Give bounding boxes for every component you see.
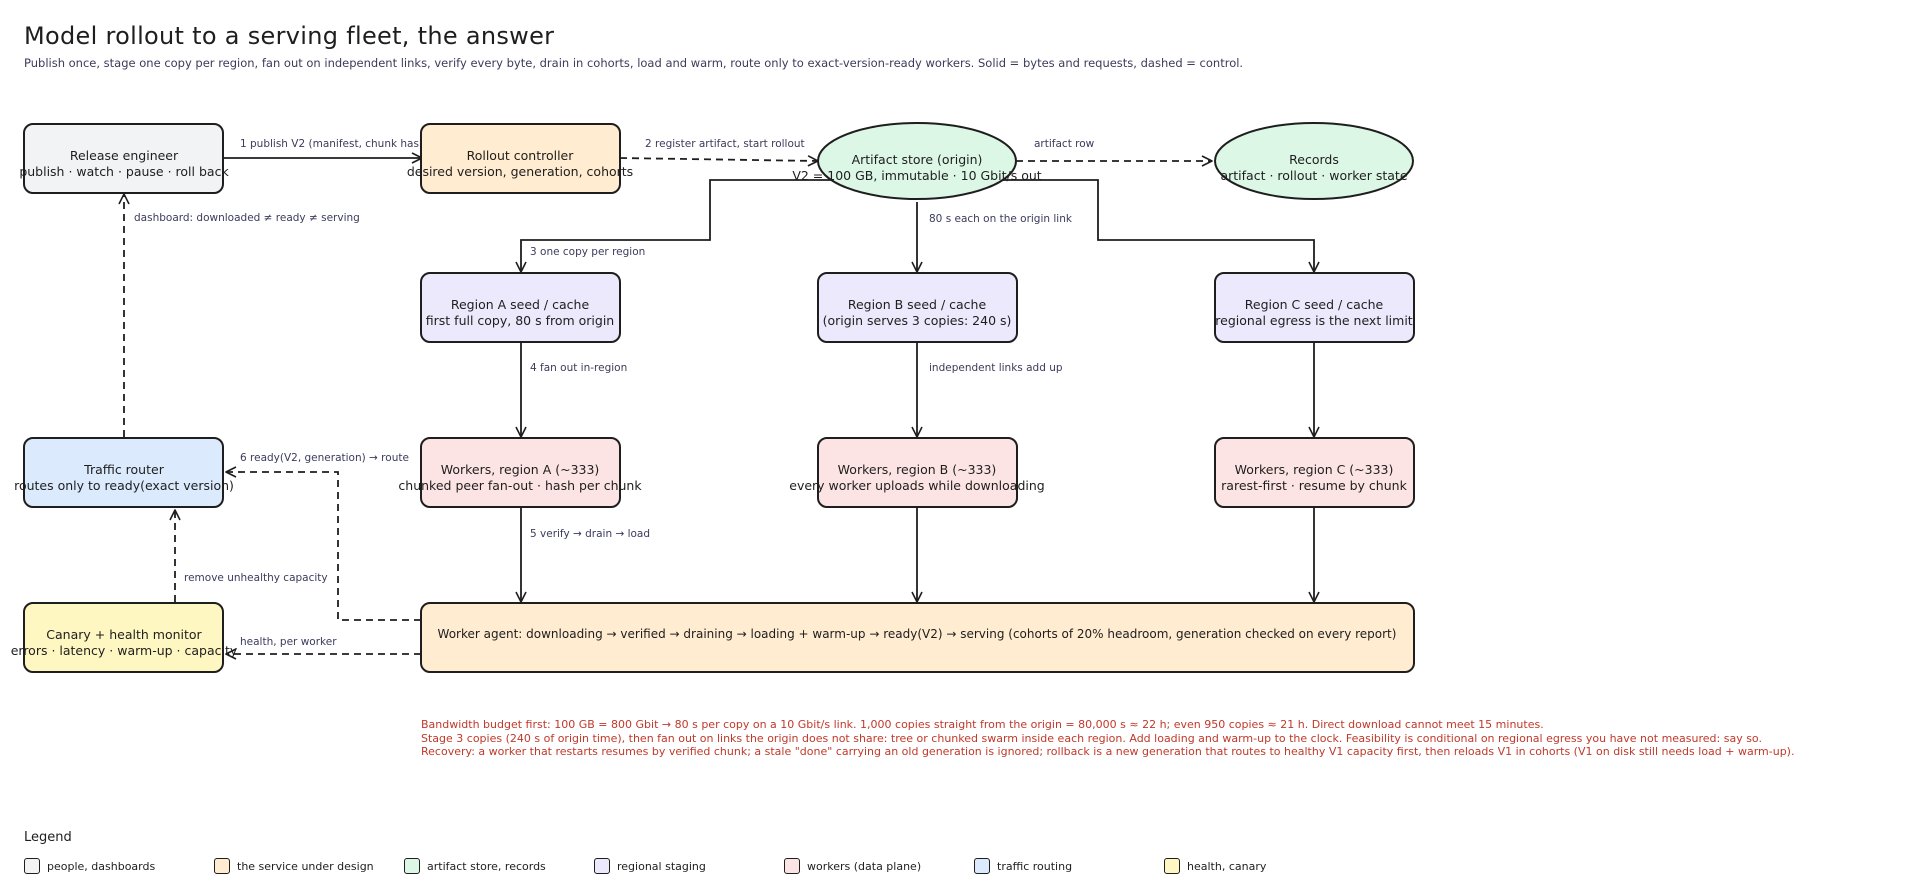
node-workers-a: Workers, region A (~333) chunked peer fa… (398, 437, 642, 508)
bandwidth-notes: Bandwidth budget first: 100 GB = 800 Gbi… (421, 718, 1794, 759)
traffic-router-title: Traffic router (83, 462, 165, 477)
legend-swatch-staging (594, 858, 610, 874)
legend-label-staging: regional staging (617, 859, 706, 873)
edge-store-to-region-c (998, 179, 1320, 273)
workers-c-subtitle: rarest-first · resume by chunk (1221, 478, 1407, 493)
worker-agent-title: Worker agent: downloading → verified → d… (438, 627, 1397, 641)
edge-register (619, 155, 819, 167)
artifact-store-title: Artifact store (origin) (852, 152, 983, 167)
edge-label-dashboard: dashboard: downloaded ≠ ready ≠ serving (134, 212, 360, 224)
edge-label-publish: 1 publish V2 (manifest, chunk hashes) (240, 138, 442, 150)
legend-swatch-routing (974, 858, 990, 874)
canary-title: Canary + health monitor (46, 627, 202, 642)
workers-a-subtitle: chunked peer fan-out · hash per chunk (398, 478, 642, 493)
edge-label-remove-unhealthy: remove unhealthy capacity (184, 572, 328, 584)
legend-swatch-workers (784, 858, 800, 874)
node-canary-health-monitor: Canary + health monitor errors · latency… (11, 602, 238, 673)
legend-swatch-people (24, 858, 40, 874)
region-c-seed-title: Region C seed / cache (1245, 297, 1384, 312)
legend-item-workers: workers (data plane) (784, 856, 921, 876)
node-region-a-seed: Region A seed / cache first full copy, 8… (420, 272, 621, 343)
workers-b-subtitle: every worker uploads while downloading (789, 478, 1044, 493)
legend-item-routing: traffic routing (974, 856, 1072, 876)
region-b-seed-title: Region B seed / cache (848, 297, 987, 312)
legend-title: Legend (24, 830, 72, 845)
edge-ready-route (225, 466, 421, 621)
note-line-1: Bandwidth budget first: 100 GB = 800 Gbi… (421, 718, 1544, 731)
edge-label-one-copy: 3 one copy per region (530, 246, 645, 258)
legend-swatch-health (1164, 858, 1180, 874)
release-engineer-title: Release engineer (70, 148, 179, 163)
records-title: Records (1289, 152, 1339, 167)
legend-label-routing: traffic routing (997, 859, 1073, 873)
artifact-store-subtitle: V2 = 100 GB, immutable · 10 Gbit/s out (792, 168, 1041, 183)
legend-label-workers: workers (data plane) (807, 859, 922, 873)
legend-item-health: health, canary (1164, 856, 1266, 876)
note-line-2: Stage 3 copies (240 s of origin time), t… (421, 731, 1762, 745)
legend-swatch-store (404, 858, 420, 874)
region-a-seed-subtitle: first full copy, 80 s from origin (426, 313, 614, 328)
legend-label-health: health, canary (1187, 859, 1267, 873)
workers-b-title: Workers, region B (~333) (838, 462, 997, 477)
node-worker-agent: Worker agent: downloading → verified → d… (420, 602, 1415, 673)
diagram-title: Model rollout to a serving fleet, the an… (24, 22, 555, 50)
rollout-controller-subtitle: desired version, generation, cohorts (407, 164, 633, 179)
node-rollout-controller: Rollout controller desired version, gene… (407, 123, 633, 194)
node-artifact-store: Artifact store (origin) V2 = 100 GB, imm… (792, 122, 1042, 200)
edge-label-register: 2 register artifact, start rollout (645, 138, 805, 150)
records-subtitle: artifact · rollout · worker state (1220, 168, 1407, 183)
note-line-3: Recovery: a worker that restarts resumes… (421, 745, 1795, 758)
region-c-seed-subtitle: regional egress is the next limit (1215, 313, 1413, 328)
canary-subtitle: errors · latency · warm-up · capacity (11, 643, 238, 658)
node-region-b-seed: Region B seed / cache (origin serves 3 c… (817, 272, 1018, 343)
legend-item-people: people, dashboards (24, 856, 155, 876)
edge-label-independent: independent links add up (929, 362, 1063, 374)
edge-label-ready-route: 6 ready(V2, generation) → route (240, 452, 409, 464)
legend-item-store: artifact store, records (404, 856, 546, 876)
legend-label-store: artifact store, records (427, 859, 546, 873)
edge-label-verify: 5 verify → drain → load (530, 528, 650, 540)
node-traffic-router: Traffic router routes only to ready(exac… (14, 437, 234, 508)
edge-label-artifact-row: artifact row (1034, 138, 1095, 150)
node-workers-b: Workers, region B (~333) every worker up… (789, 437, 1045, 508)
node-release-engineer: Release engineer publish · watch · pause… (19, 123, 229, 194)
edge-label-origin-link: 80 s each on the origin link (929, 213, 1073, 225)
rollout-controller-title: Rollout controller (467, 148, 575, 163)
workers-a-title: Workers, region A (~333) (441, 462, 600, 477)
release-engineer-subtitle: publish · watch · pause · roll back (19, 164, 229, 179)
legend-item-staging: regional staging (594, 856, 706, 876)
node-region-c-seed: Region C seed / cache regional egress is… (1214, 272, 1415, 343)
region-b-seed-subtitle: (origin serves 3 copies: 240 s) (823, 313, 1012, 328)
region-a-seed-title: Region A seed / cache (451, 297, 590, 312)
legend-label-people: people, dashboards (47, 859, 156, 873)
edge-label-fan-out: 4 fan out in-region (530, 362, 627, 374)
legend-item-service: the service under design (214, 856, 374, 876)
legend-swatch-service (214, 858, 230, 874)
traffic-router-subtitle: routes only to ready(exact version) (14, 478, 234, 493)
node-workers-c: Workers, region C (~333) rarest-first · … (1214, 437, 1415, 508)
node-records: Records artifact · rollout · worker stat… (1214, 122, 1414, 200)
diagram-subtitle: Publish once, stage one copy per region,… (24, 56, 1244, 70)
edge-store-to-region-a (515, 179, 838, 273)
legend-label-service: the service under design (237, 859, 374, 873)
workers-c-title: Workers, region C (~333) (1235, 462, 1394, 477)
edge-label-health: health, per worker (240, 636, 337, 648)
